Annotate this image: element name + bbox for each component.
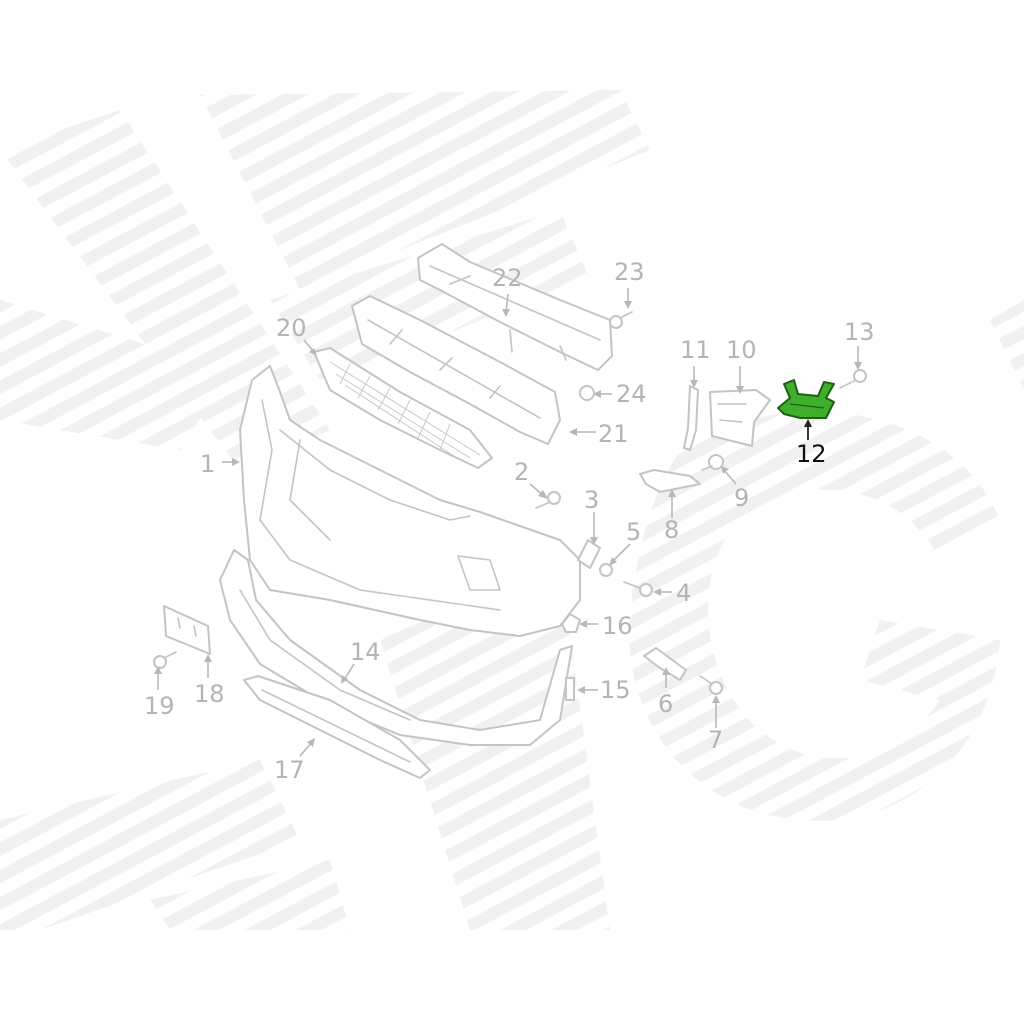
callout-9: 9 xyxy=(734,484,749,512)
callout-14: 14 xyxy=(350,638,381,666)
part-8-mount-bracket xyxy=(639,469,701,493)
callout-15: 15 xyxy=(600,676,631,704)
part-17-lower-trim xyxy=(243,675,431,779)
callout-2: 2 xyxy=(514,458,529,486)
part-16-clip-nut xyxy=(561,613,581,633)
part-10-side-bracket xyxy=(709,389,771,447)
screw-2 xyxy=(535,491,561,509)
part-22-bumper-beam xyxy=(417,243,613,371)
callout-19: 19 xyxy=(144,692,175,720)
screw-19 xyxy=(153,651,177,669)
screw-7 xyxy=(699,675,723,695)
callout-11: 11 xyxy=(680,336,711,364)
callout-3: 3 xyxy=(584,486,599,514)
callout-16: 16 xyxy=(602,612,633,640)
part-18-license-bracket xyxy=(163,605,211,655)
part-12-highlighted-bracket xyxy=(777,379,835,419)
leader-lines xyxy=(154,288,862,757)
callout-13: 13 xyxy=(844,318,875,346)
callout-7: 7 xyxy=(708,726,723,754)
callout-22: 22 xyxy=(492,264,523,292)
nut-24 xyxy=(579,385,595,401)
part-14-lower-spoiler xyxy=(219,549,573,746)
callout-17: 17 xyxy=(274,756,305,784)
part-21-energy-absorber xyxy=(351,295,561,445)
bolt-15 xyxy=(565,677,575,701)
callout-18: 18 xyxy=(194,680,225,708)
part-20-grille xyxy=(313,347,493,469)
part-3-clip xyxy=(577,539,601,569)
callout-8: 8 xyxy=(664,516,679,544)
callout-6: 6 xyxy=(658,690,673,718)
bolt-13 xyxy=(839,369,867,389)
bolt-4 xyxy=(623,581,653,597)
callout-5: 5 xyxy=(626,518,641,546)
screw-5 xyxy=(599,563,613,577)
callout-labels: 1 2 3 4 5 6 7 8 9 10 11 12 13 14 15 16 1… xyxy=(144,258,875,784)
callout-1: 1 xyxy=(200,450,215,478)
callout-4: 4 xyxy=(676,579,691,607)
part-6-clip-bracket xyxy=(643,647,687,681)
fasteners xyxy=(153,311,867,701)
callout-10: 10 xyxy=(726,336,757,364)
callout-21: 21 xyxy=(598,420,629,448)
callout-12: 12 xyxy=(796,440,827,468)
callout-23: 23 xyxy=(614,258,645,286)
part-11-guide-rod xyxy=(683,385,699,451)
callout-20: 20 xyxy=(276,314,307,342)
bolt-9 xyxy=(701,454,724,471)
watermark-logo xyxy=(0,90,1024,930)
callout-24: 24 xyxy=(616,380,647,408)
screw-23 xyxy=(609,311,633,329)
part-1-bumper-cover xyxy=(239,365,581,637)
